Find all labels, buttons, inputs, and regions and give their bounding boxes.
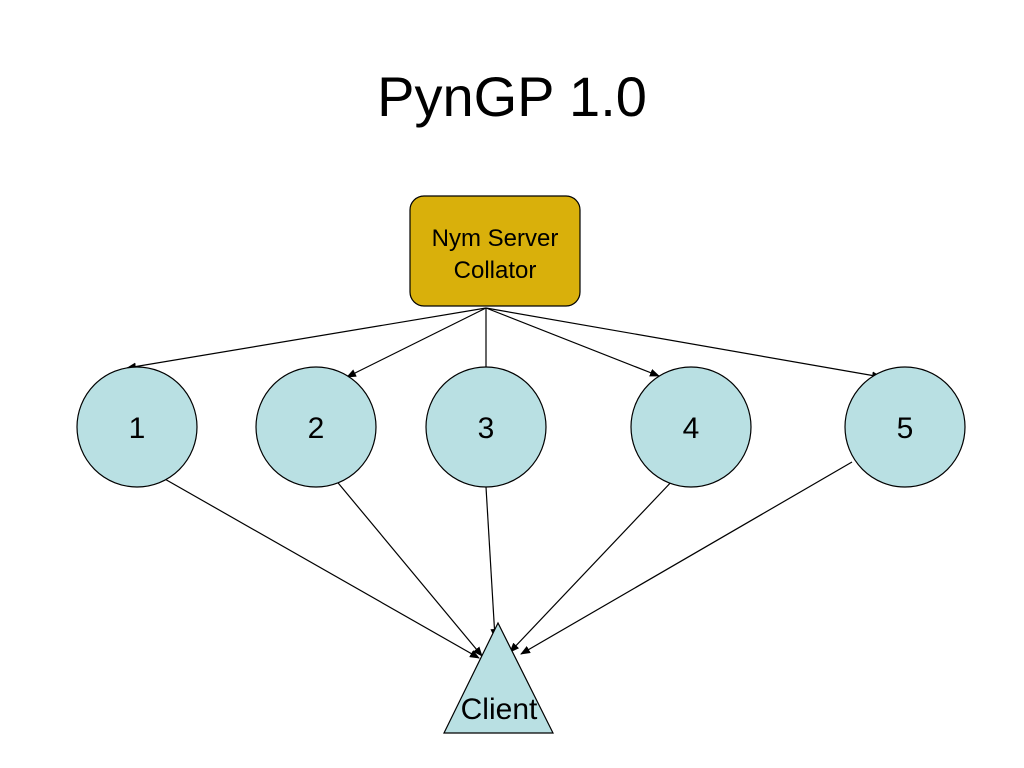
node-1-label: 1 bbox=[129, 412, 146, 445]
nym-server-collator: Nym Server Collator bbox=[409, 195, 581, 307]
edge-node-5-client bbox=[520, 461, 853, 655]
node-1: 1 bbox=[76, 366, 198, 488]
slide-title: PynGP 1.0 bbox=[377, 65, 647, 128]
node-5-circle bbox=[844, 366, 966, 488]
node-4: 4 bbox=[630, 366, 752, 488]
node-5-label: 5 bbox=[897, 412, 914, 445]
node-3-label: 3 bbox=[478, 412, 495, 445]
node-3-circle bbox=[425, 366, 547, 488]
node-4-label: 4 bbox=[683, 412, 700, 445]
edge-node-2-client bbox=[333, 477, 483, 657]
edge-node-1-client bbox=[162, 477, 480, 659]
server-label-line1: Nym Server bbox=[432, 225, 559, 252]
node-2: 2 bbox=[255, 366, 377, 488]
client: Client bbox=[443, 621, 554, 734]
edge-node-4-client bbox=[509, 477, 676, 653]
node-3: 3 bbox=[425, 366, 547, 488]
edge-server-node-5 bbox=[485, 307, 882, 380]
node-1-circle bbox=[76, 366, 198, 488]
server-edges bbox=[126, 307, 882, 380]
client-label: Client bbox=[461, 693, 538, 726]
node-2-label: 2 bbox=[308, 412, 325, 445]
node-2-circle bbox=[255, 366, 377, 488]
edge-server-node-1 bbox=[126, 307, 487, 371]
node-4-circle bbox=[630, 366, 752, 488]
edge-node-3-client bbox=[485, 486, 499, 639]
client-triangle bbox=[443, 621, 554, 734]
edge-server-node-4 bbox=[485, 307, 660, 377]
server-label-line2: Collator bbox=[454, 257, 537, 284]
node-5: 5 bbox=[844, 366, 966, 488]
server-box bbox=[409, 195, 581, 307]
edge-server-node-2 bbox=[346, 307, 487, 378]
client-edges bbox=[162, 461, 853, 659]
